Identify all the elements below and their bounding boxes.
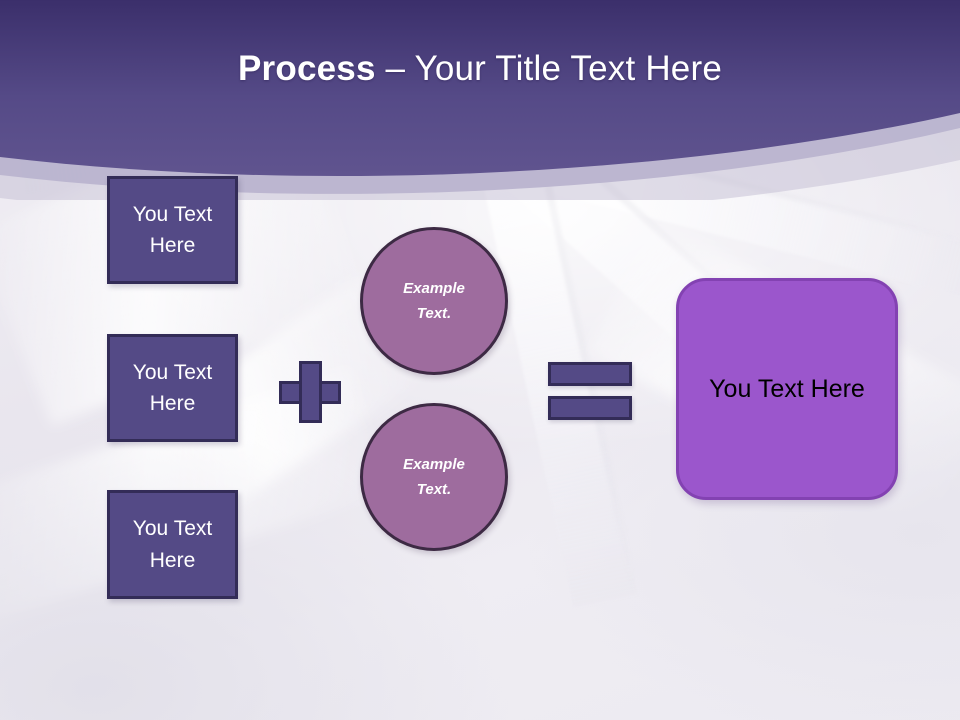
page-title-rest: – Your Title Text Here: [375, 49, 722, 88]
input-box-2-label: You Text Here: [132, 360, 213, 415]
example-circle-1[interactable]: Example Text.: [360, 227, 508, 375]
example-circle-2-line2: Text.: [416, 481, 452, 498]
page-title-bold: Process: [238, 49, 376, 88]
input-box-1-label: You Text Here: [132, 202, 213, 257]
plus-center-fill: [302, 384, 319, 401]
header-banner: Process – Your Title Text Here: [0, 0, 960, 200]
example-circle-2[interactable]: Example Text.: [360, 403, 508, 551]
input-box-2[interactable]: You Text Here: [107, 334, 238, 442]
equals-top-bar: [548, 362, 632, 386]
input-box-3[interactable]: You Text Here: [107, 490, 238, 599]
input-box-3-label: You Text Here: [132, 517, 213, 572]
example-circle-2-line1: Example: [403, 455, 465, 473]
result-box-label: You Text Here: [709, 374, 865, 403]
plus-operator-icon: [279, 361, 341, 423]
example-circle-1-line1: Example: [403, 279, 465, 297]
equals-operator-icon: [548, 362, 632, 420]
equals-bottom-bar: [548, 396, 632, 420]
result-box[interactable]: You Text Here: [676, 278, 898, 500]
example-circle-1-line2: Text.: [416, 305, 452, 322]
page-title: Process – Your Title Text Here: [0, 49, 960, 89]
input-box-1[interactable]: You Text Here: [107, 176, 238, 284]
